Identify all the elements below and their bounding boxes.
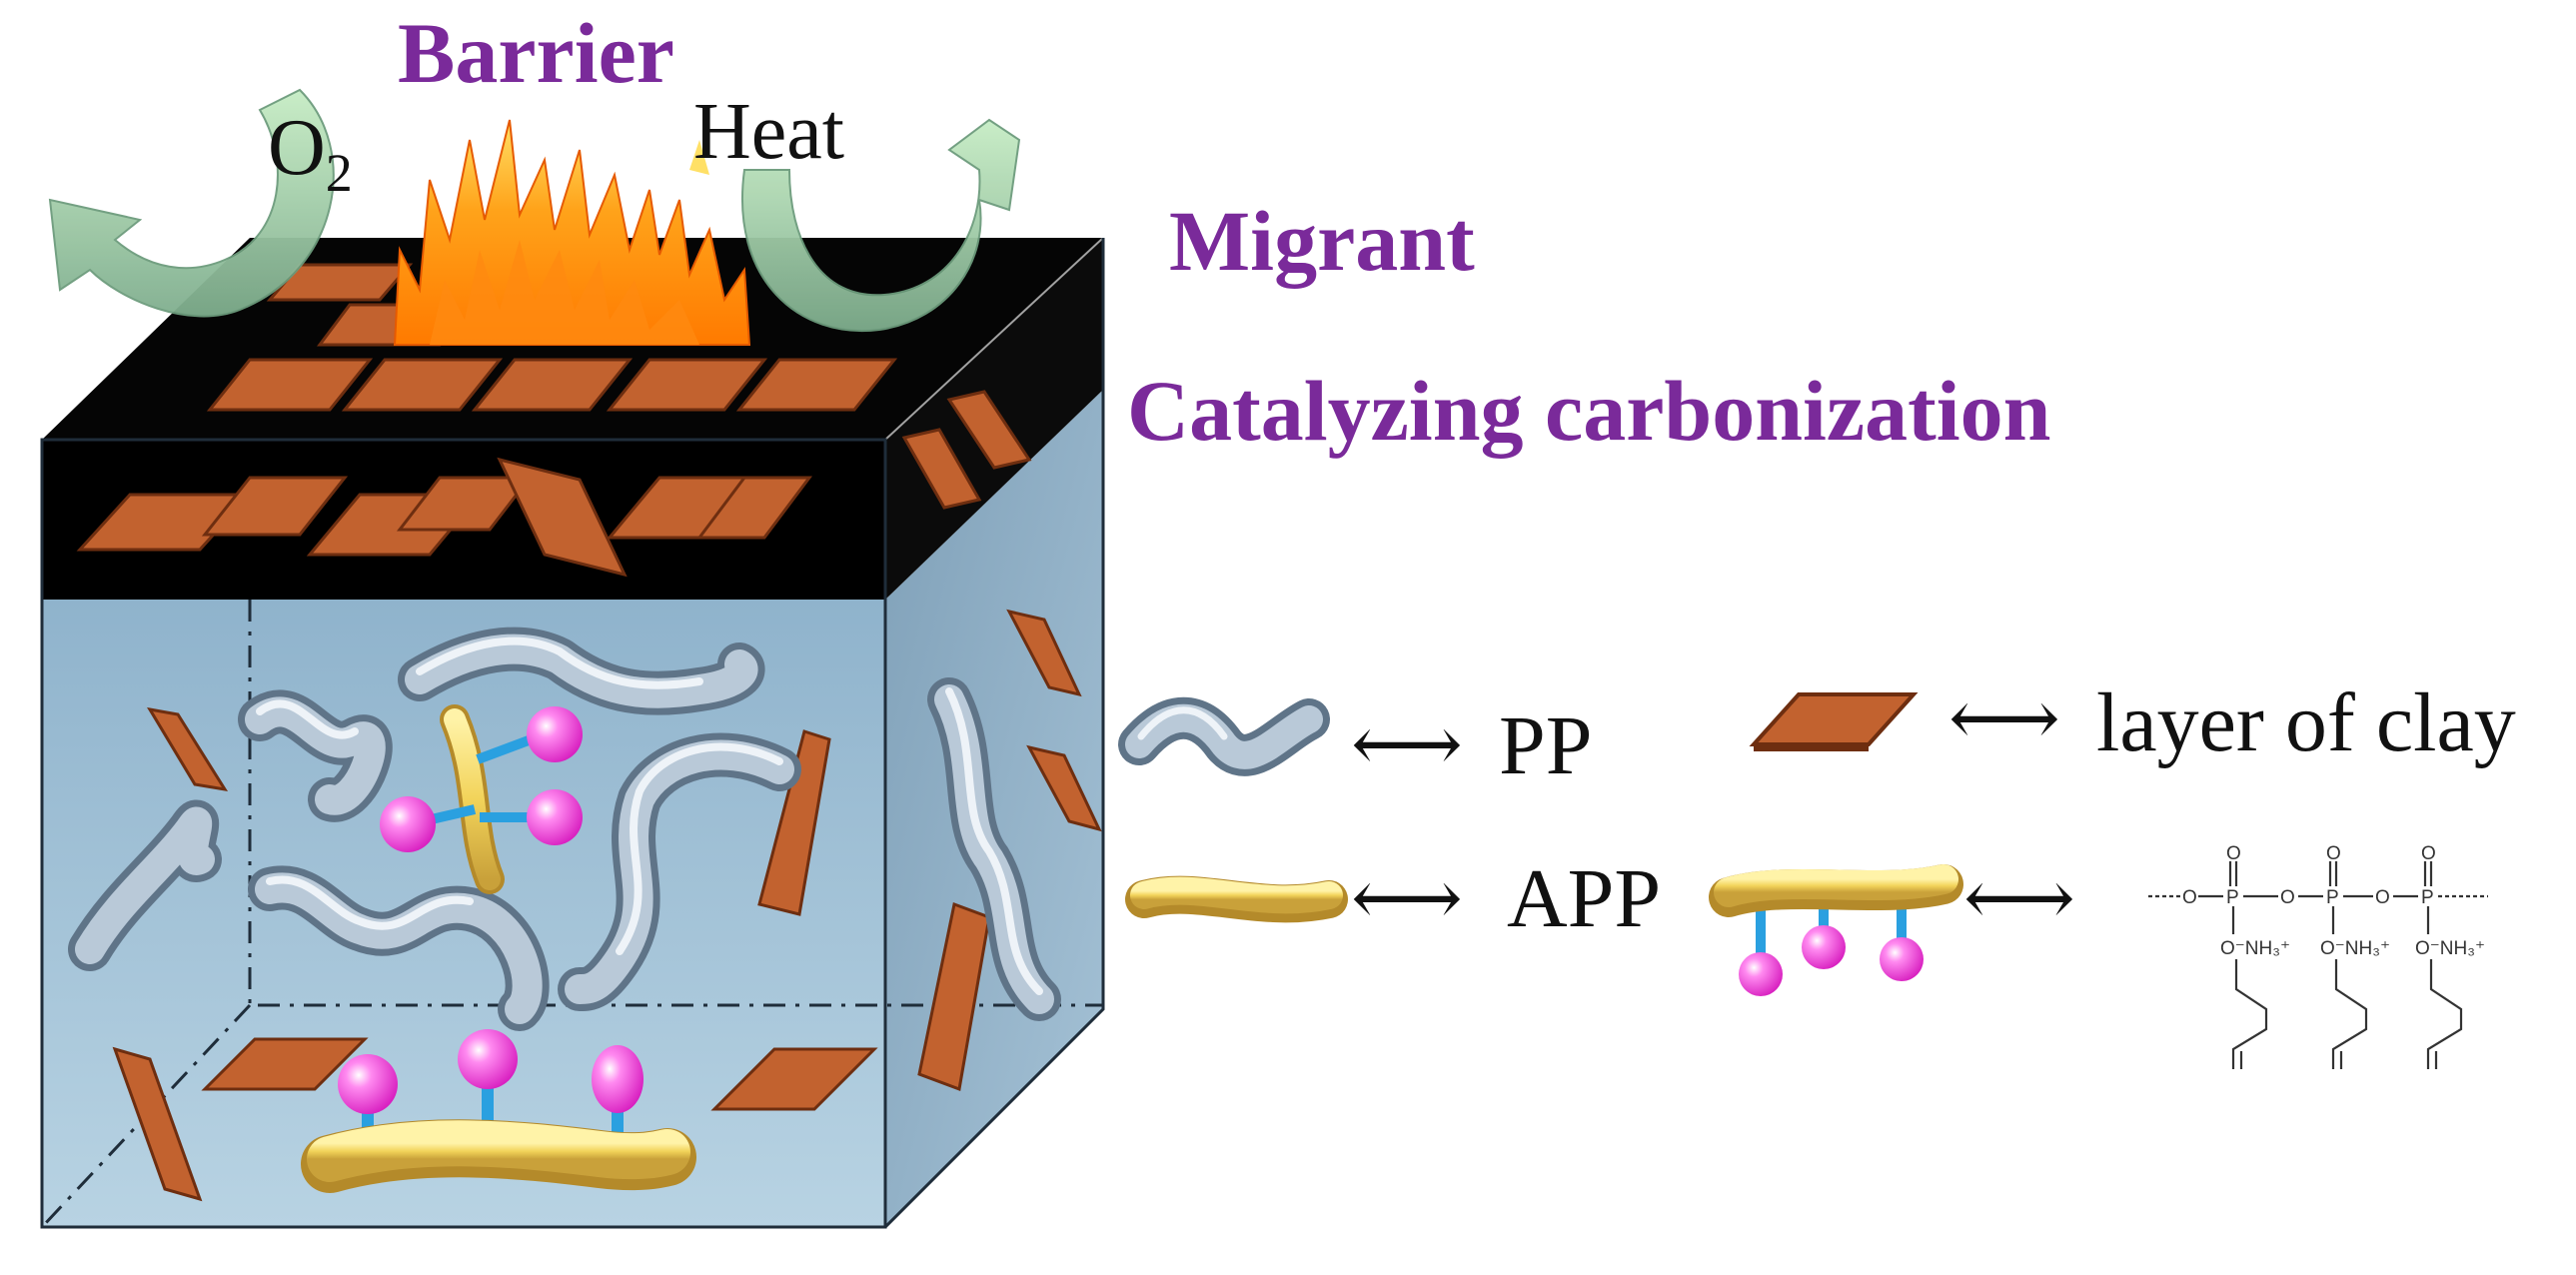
legend-app-icon	[1125, 875, 1348, 923]
legend-modified-app-icon	[1709, 864, 1963, 996]
barrier-label: Barrier	[398, 5, 674, 101]
legend-pp-icon	[1118, 696, 1330, 776]
legend-pp-label: PP	[1499, 699, 1593, 792]
atom-o: O	[2421, 843, 2436, 864]
heat-label: Heat	[693, 88, 845, 176]
flame-icon	[393, 119, 751, 346]
heat-arrow	[741, 118, 1021, 333]
ammonium-group: O⁻NH₃⁺	[2415, 938, 2485, 959]
atom-o: O	[2226, 843, 2241, 864]
legend-clay-label: layer of clay	[2096, 676, 2516, 769]
ammonium-group: O⁻NH₃⁺	[2320, 938, 2390, 959]
atom-p: P	[2421, 887, 2434, 908]
atom-p: P	[2226, 887, 2239, 908]
legend-app-arrow: ⟷	[1351, 854, 1463, 941]
catalyzing-carbonization-label: Catalyzing carbonization	[1127, 363, 2051, 459]
migrant-label: Migrant	[1169, 193, 1475, 289]
atom-p: P	[2326, 887, 2339, 908]
legend-modified-app-arrow: ⟷	[1963, 854, 2075, 941]
legend-clay-icon	[1749, 692, 1919, 751]
clay-layers-body	[112, 609, 1102, 1202]
atom-o: O	[2182, 887, 2197, 908]
app-chain-bottom	[301, 1029, 696, 1193]
legend-clay-arrow: ⟷	[1948, 674, 2060, 761]
o2-arrow	[48, 88, 335, 318]
pp-chains-in-cube	[68, 627, 1061, 1031]
o2-label: O2	[268, 108, 353, 200]
legend-app-label: APP	[1507, 852, 1662, 945]
clay-layers-char	[76, 390, 1032, 578]
cube-hidden-edges	[248, 600, 1103, 1007]
app-chain-middle	[380, 704, 583, 894]
ammonium-group: O⁻NH₃⁺	[2220, 938, 2290, 959]
atom-o: O	[2280, 887, 2295, 908]
chemical-atoms: O P O O P O O P O O⁻NH₃⁺ O⁻NH₃⁺ O⁻NH₃⁺	[2182, 843, 2485, 959]
atom-o: O	[2375, 887, 2390, 908]
o2-label-text: O	[268, 104, 326, 192]
chemical-structure	[2148, 861, 2488, 1069]
legend-pp-arrow: ⟷	[1351, 700, 1463, 787]
o2-label-subscript: 2	[325, 143, 353, 203]
atom-o: O	[2326, 843, 2341, 864]
